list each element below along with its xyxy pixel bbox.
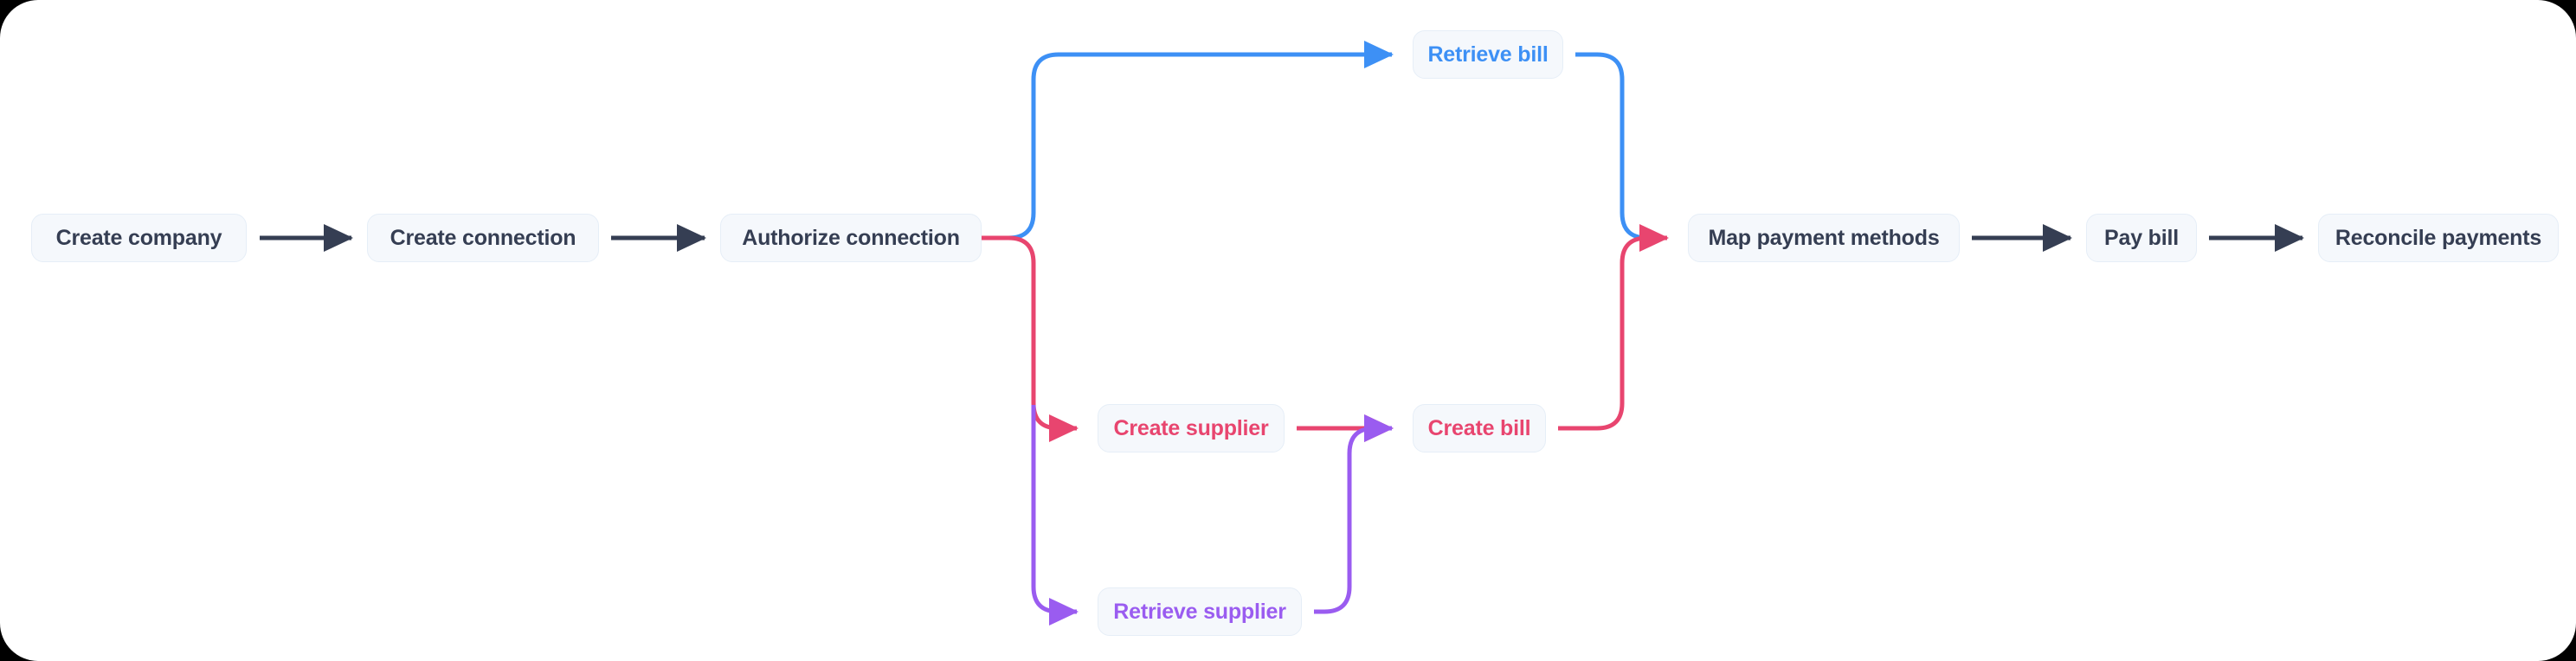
- node-map-payment-methods[interactable]: Map payment methods: [1688, 214, 1960, 262]
- edge-retrieve-bill-to-map-payment-methods: [1575, 52, 1667, 241]
- node-create-bill[interactable]: Create bill: [1413, 404, 1546, 452]
- node-retrieve-bill[interactable]: Retrieve bill: [1413, 30, 1563, 79]
- node-create-bill-label: Create bill: [1427, 415, 1531, 440]
- node-create-supplier[interactable]: Create supplier: [1098, 404, 1285, 452]
- node-create-connection[interactable]: Create connection: [367, 214, 599, 262]
- edge-retrieve-supplier-to-create-bill: [1314, 414, 1394, 614]
- node-map-payment-methods-label: Map payment methods: [1708, 225, 1940, 250]
- node-authorize-connection[interactable]: Authorize connection: [720, 214, 982, 262]
- edge-authorize-connection-to-retrieve-bill: [982, 40, 1394, 241]
- edge-authorize-connection-to-retrieve-supplier: [1031, 405, 1079, 626]
- node-create-company[interactable]: Create company: [31, 214, 247, 262]
- node-pay-bill-label: Pay bill: [2104, 225, 2179, 250]
- node-create-connection-label: Create connection: [390, 225, 576, 250]
- node-authorize-connection-label: Authorize connection: [742, 225, 960, 250]
- node-pay-bill[interactable]: Pay bill: [2086, 214, 2197, 262]
- node-reconcile-payments[interactable]: Reconcile payments: [2318, 214, 2559, 262]
- node-reconcile-payments-label: Reconcile payments: [2334, 225, 2542, 250]
- edge-create-bill-to-map-payment-methods: [1558, 223, 1669, 431]
- node-retrieve-supplier-label: Retrieve supplier: [1113, 599, 1286, 624]
- node-create-company-label: Create company: [55, 225, 222, 250]
- node-retrieve-supplier[interactable]: Retrieve supplier: [1098, 587, 1302, 636]
- edge-authorize-connection-to-create-supplier: [982, 235, 1079, 442]
- node-retrieve-bill-label: Retrieve bill: [1427, 42, 1549, 67]
- node-create-supplier-label: Create supplier: [1113, 415, 1269, 440]
